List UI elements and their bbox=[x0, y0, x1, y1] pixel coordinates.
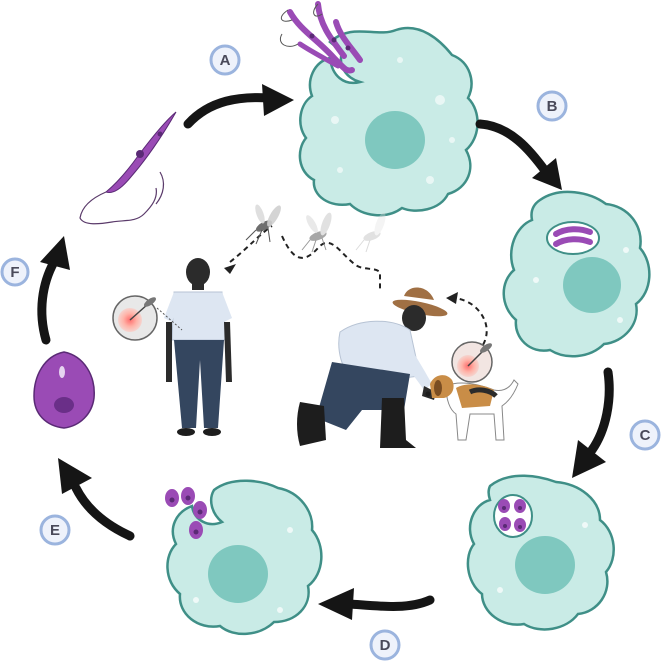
kneeling-farmer-icon bbox=[297, 287, 448, 448]
bite-magnifier-icon bbox=[451, 341, 493, 383]
stage-badge-e: E bbox=[39, 514, 71, 546]
bite-magnifier-icon bbox=[112, 295, 183, 341]
promastigote-cluster-entering bbox=[280, 1, 363, 74]
stage-label-c: C bbox=[640, 427, 651, 444]
stage-label-d: D bbox=[380, 637, 391, 654]
macrophage-cell-right-lower bbox=[466, 474, 615, 631]
stage-badge-c: C bbox=[629, 419, 661, 451]
sandfly-flight-path bbox=[224, 225, 488, 353]
stage-label-a: A bbox=[220, 52, 231, 69]
mosquito-sandfly-icon bbox=[245, 204, 386, 253]
stage-badge-a: A bbox=[209, 44, 241, 76]
promastigote-parasite-icon bbox=[79, 111, 177, 225]
macrophage-cell-right-upper bbox=[502, 190, 651, 358]
stage-label-b: B bbox=[547, 98, 558, 115]
amastigote-parasite-icon bbox=[33, 351, 95, 429]
dog-icon bbox=[425, 375, 519, 441]
stage-badge-f: F bbox=[0, 257, 30, 287]
macrophage-cell-bottom bbox=[166, 479, 323, 636]
curved-arrow-icon bbox=[37, 84, 614, 620]
human-figure-icon bbox=[164, 258, 232, 436]
stage-badge-d: D bbox=[369, 629, 401, 661]
stage-label-f: F bbox=[10, 264, 19, 281]
stage-badge-b: B bbox=[536, 90, 568, 122]
macrophage-cell-top bbox=[298, 26, 479, 217]
amastigotes-released bbox=[165, 487, 207, 539]
stage-label-e: E bbox=[50, 522, 60, 539]
